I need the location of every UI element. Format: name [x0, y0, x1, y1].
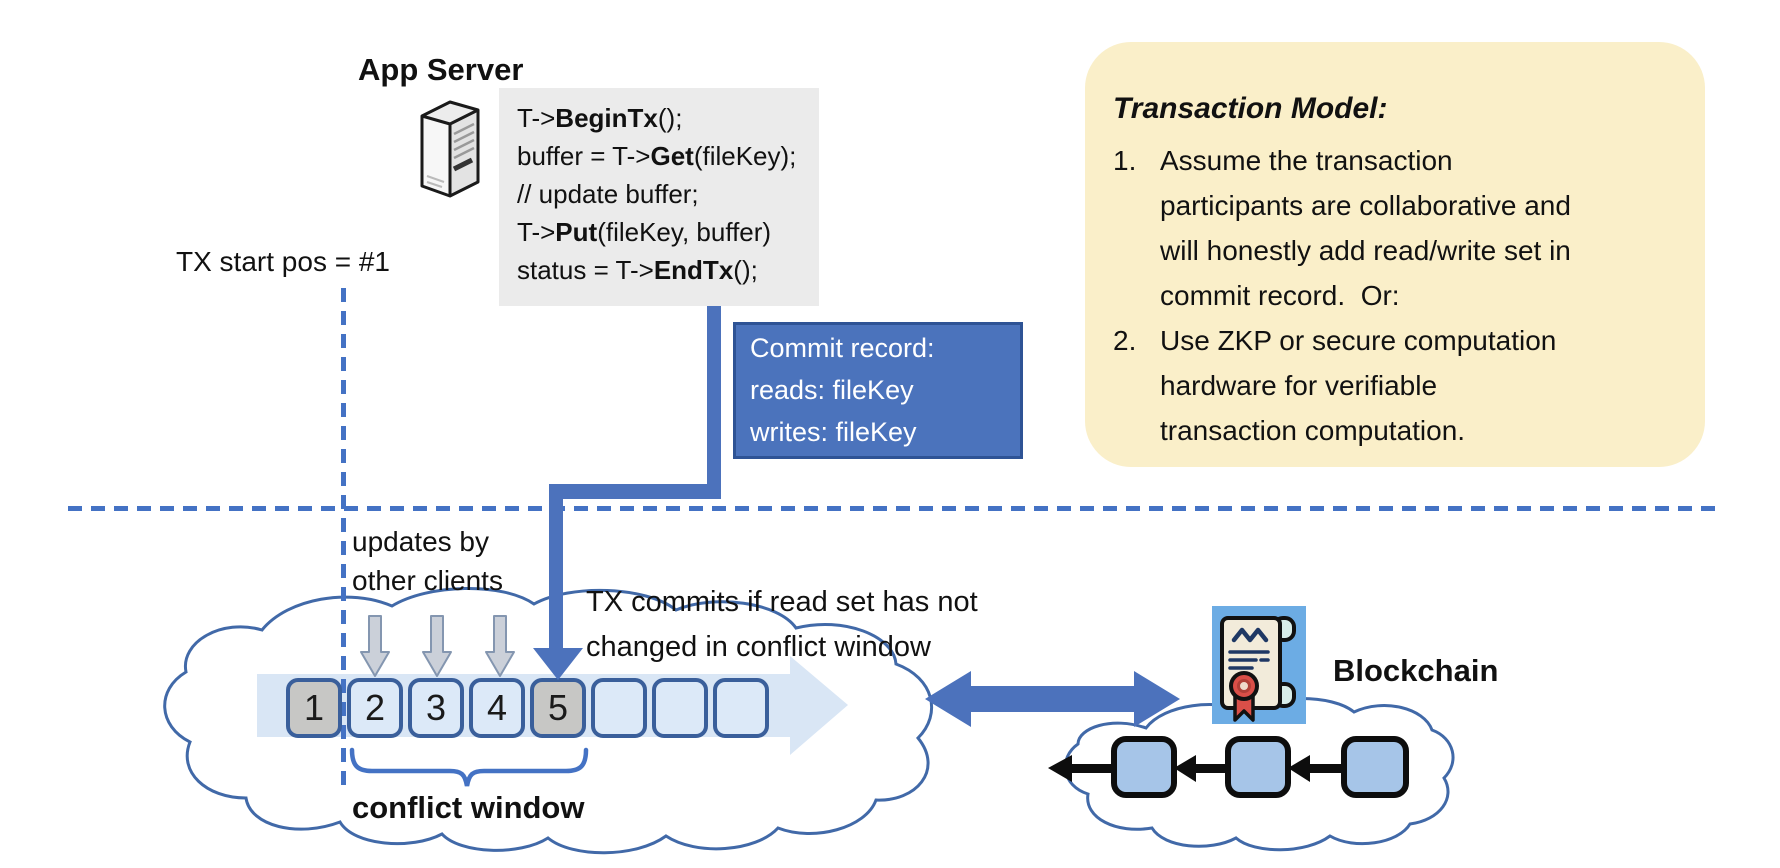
transaction-model-item-2: 2. Use ZKP or secure computation hardwar… [1113, 318, 1675, 453]
block-label: 3 [425, 687, 447, 728]
code-line: buffer = T->Get(fileKey); [517, 137, 819, 175]
tx-start-pos-label: TX start pos = #1 [176, 246, 390, 277]
timeline-block-7 [652, 678, 708, 738]
timeline-block-3: 3 [408, 678, 464, 738]
timeline-blocks-row: 1 2 3 4 5 [286, 678, 769, 738]
commit-record-line: Commit record: [750, 333, 935, 363]
code-text: (fileKey); [693, 141, 797, 171]
conflict-separator-dashed-line [68, 506, 1718, 511]
chain-block [1341, 736, 1409, 798]
tx-commits-label: TX commits if read set has not changed i… [586, 586, 978, 663]
code-line: T->Put(fileKey, buffer) [517, 213, 819, 251]
code-line: T->BeginTx(); [517, 99, 819, 137]
commit-record-line: reads: fileKey [750, 375, 914, 405]
transaction-model-item-1: 1. Assume the transaction participants a… [1113, 138, 1675, 318]
code-text-bold: BeginTx [555, 103, 658, 133]
block-label: 4 [486, 687, 508, 728]
code-text: // update buffer; [517, 179, 699, 209]
update-arrow-icons [360, 615, 515, 677]
code-text: T-> [517, 103, 556, 133]
timeline-block-4: 4 [469, 678, 525, 738]
list-number: 2. [1113, 325, 1137, 356]
list-number: 1. [1113, 145, 1137, 176]
commit-connector-arrow [533, 306, 721, 680]
conflict-window-label: conflict window [352, 790, 585, 825]
code-text: (); [733, 255, 758, 285]
timeline-block-2: 2 [347, 678, 403, 738]
code-text: buffer = T-> [517, 141, 651, 171]
certificate-icon [1212, 606, 1306, 724]
conflict-window-brace [349, 747, 589, 787]
code-text-bold: Put [555, 217, 598, 247]
updates-by-other-clients-label: updates by other clients [352, 526, 503, 596]
timeline-block-6 [591, 678, 647, 738]
commit-record-box: Commit record: reads: fileKey writes: fi… [733, 322, 1023, 459]
code-line: // update buffer; [517, 175, 819, 213]
tx-start-dashed-line [341, 288, 346, 794]
chain-block [1111, 736, 1177, 798]
transaction-model-title: Transaction Model: [1113, 92, 1388, 125]
chain-arrow-icon [1048, 755, 1114, 782]
update-arrow-icon [360, 615, 390, 677]
block-label: 2 [364, 687, 386, 728]
block-label: 5 [547, 687, 569, 728]
code-line: status = T->EndTx(); [517, 251, 819, 289]
timeline-block-1: 1 [286, 678, 342, 738]
commit-record-line: writes: fileKey [750, 417, 917, 447]
app-server-label: App Server [358, 52, 524, 87]
code-text-bold: Get [650, 141, 694, 171]
blockchain-label: Blockchain [1333, 653, 1499, 688]
chain-blocks [1111, 736, 1409, 798]
list-text: Use ZKP or secure computation hardware f… [1160, 325, 1565, 446]
server-icon [420, 100, 480, 198]
code-block: T->BeginTx(); buffer = T->Get(fileKey); … [499, 88, 819, 306]
update-arrow-icon [422, 615, 452, 677]
chain-block [1225, 736, 1291, 798]
timeline-block-8 [713, 678, 769, 738]
chain-arrow-icon [1288, 755, 1344, 782]
code-text: (); [657, 103, 683, 133]
code-text: status = T-> [517, 255, 654, 285]
chain-link-arrow-icons [1048, 755, 1344, 782]
list-text: Assume the transaction participants are … [1160, 145, 1579, 311]
sync-double-arrow-icon [925, 671, 1180, 727]
code-text-bold: EndTx [653, 255, 734, 285]
transaction-model-panel: Transaction Model: 1. Assume the transac… [1085, 42, 1705, 467]
code-text: T-> [517, 217, 556, 247]
update-arrow-icon [485, 615, 515, 677]
chain-arrow-icon [1174, 755, 1228, 782]
code-text: (fileKey, buffer) [597, 217, 772, 247]
block-label: 1 [303, 687, 325, 728]
